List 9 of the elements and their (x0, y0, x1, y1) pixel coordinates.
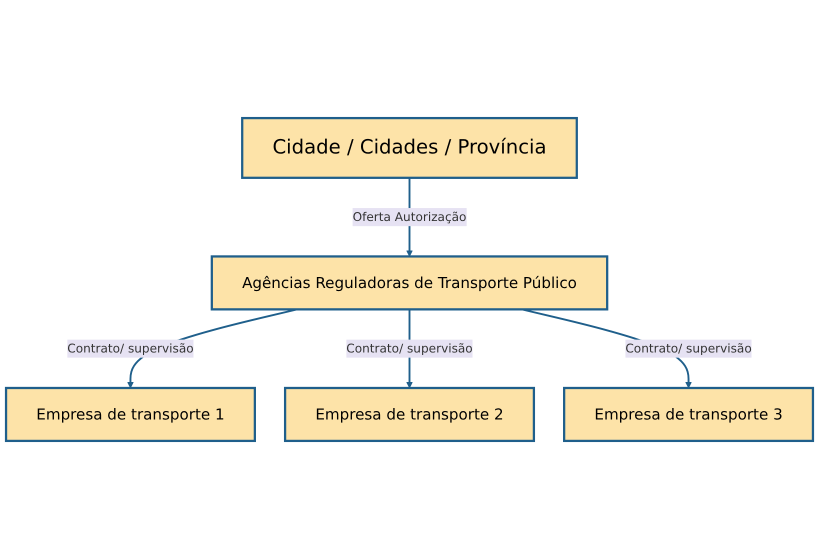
node-box: Empresa de transporte 3 (563, 386, 814, 442)
edge-label: Contrato/ supervisão (67, 341, 194, 356)
edge-label: Contrato/ supervisão (625, 341, 752, 356)
node-box: Empresa de transporte 1 (4, 386, 256, 442)
node-box: Cidade / Cidades / Província (241, 116, 578, 179)
edge-label: Oferta Autorização (352, 210, 466, 224)
node-box: Empresa de transporte 2 (284, 386, 536, 442)
edge-label: Contrato/ supervisão (346, 341, 473, 356)
node-box: Agências Reguladoras de Transporte Público (210, 255, 608, 310)
